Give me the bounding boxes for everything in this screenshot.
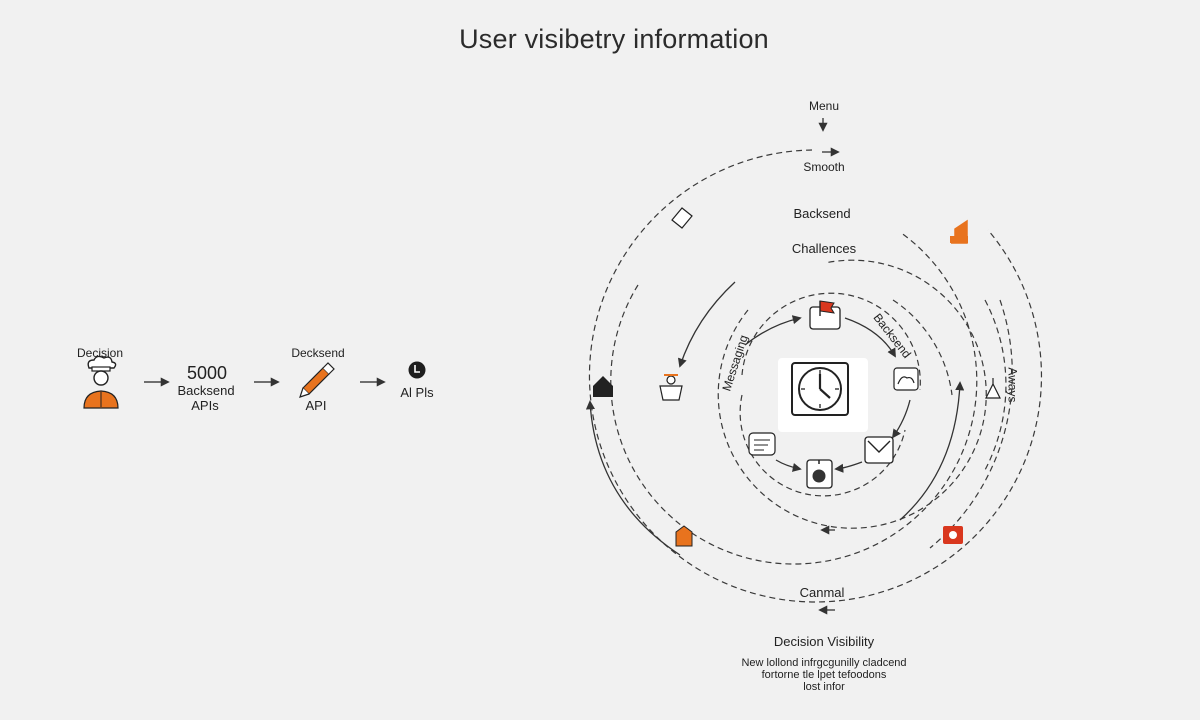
chef-icon [83,355,119,409]
ring-2 [610,231,978,565]
house-icon [593,376,613,397]
ring-arrow [677,281,736,368]
ring-arrow [585,400,681,556]
footer-note: Decision Visibility New lollond infrgcgu… [741,634,906,693]
ring-3-right [892,299,953,396]
music-icon [950,219,968,244]
ring-arrow [844,317,896,358]
footer-line: lost infor [803,681,845,693]
flag-icon [809,300,841,330]
camera-icon [943,526,963,544]
pen-icon [299,362,335,398]
ring-backsend-label: Backsend [793,206,851,221]
decision-label: Decision [76,346,124,360]
ring-4 [741,292,921,391]
clock-icon [791,362,849,416]
backsend-label: Backsend [177,383,235,398]
note-icon [671,207,693,229]
bulb-icon [985,378,1001,399]
api-label: API [305,398,327,413]
ring-2-right [984,299,1007,471]
smooth-label: Smooth [803,160,845,174]
inner-arrows [585,118,965,615]
ring-arrow [775,459,802,472]
outer-ring [588,149,1043,603]
footer-line: fortorne tle lpet tefoodons [761,669,887,681]
badge-icon [408,361,426,379]
teacher-icon [659,374,683,401]
page-title: User visibetry information [459,24,769,54]
al-pls-label: Al Pls [400,385,434,400]
apis-label: APIs [191,398,219,413]
challences-label: Challences [791,241,857,256]
footer-title: Decision Visibility [773,634,875,649]
ring-4-bottom [739,394,906,497]
ring-3 [717,259,987,529]
canmal-label: Canmal [799,585,845,600]
decksend-label: Decksend [291,346,345,360]
tag-icon [675,525,693,547]
ring-arrow [899,381,965,521]
footer-line: New lollond infrgcgunilly cladcend [741,657,907,669]
ring-group [588,149,1043,603]
ring-arrow [891,399,911,439]
menu-label: Menu [808,99,840,113]
timer-icon [806,459,833,489]
ring-arrow [744,315,802,346]
hand-icon [893,367,919,391]
document-icon [748,432,776,456]
ring-arrow [834,461,863,473]
count-value: 5000 [186,363,228,383]
mail-icon [864,436,894,464]
